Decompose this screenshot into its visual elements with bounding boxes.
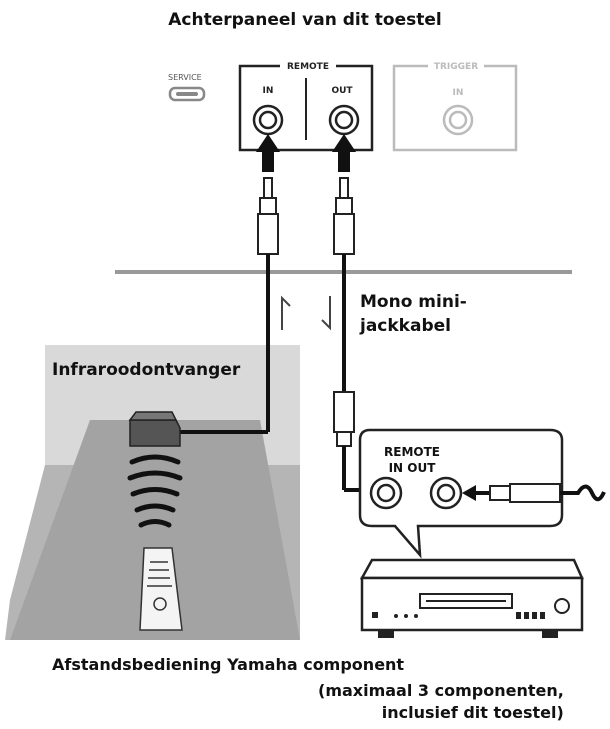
remote-control bbox=[139, 547, 183, 631]
service-label: SERVICE bbox=[168, 73, 202, 82]
component-callout: REMOTE IN OUT bbox=[358, 428, 564, 559]
callout-remote-label: REMOTE bbox=[384, 445, 440, 459]
bottom-label-line3: inclusief dit toestel) bbox=[381, 703, 564, 722]
trigger-panel: TRIGGER IN bbox=[392, 58, 518, 152]
remote-out-label: OUT bbox=[331, 86, 353, 96]
bottom-label-line1: Afstandsbediening Yamaha component bbox=[52, 655, 405, 674]
cable-to-component bbox=[333, 177, 372, 498]
cable-label: Mono mini- jackkabel bbox=[360, 290, 467, 338]
callout-in-out-label: IN OUT bbox=[389, 461, 437, 475]
bottom-label-line2: (maximaal 3 componenten, bbox=[318, 681, 564, 700]
cable-label-line1: Mono mini- bbox=[360, 292, 467, 312]
cable-to-receiver bbox=[178, 177, 279, 434]
ir-receiver bbox=[128, 411, 181, 447]
cable-label-line2: jackkabel bbox=[360, 316, 451, 336]
remote-in-label: IN bbox=[263, 86, 274, 96]
signal-direction-arrows bbox=[281, 295, 331, 331]
remote-panel: REMOTE IN OUT bbox=[238, 58, 374, 152]
page-title: Achterpaneel van dit toestel bbox=[168, 10, 442, 30]
receiver-label: Infraroodontvanger bbox=[52, 360, 241, 380]
yamaha-component-device bbox=[359, 558, 584, 638]
bottom-label-notes: (maximaal 3 componenten, inclusief dit t… bbox=[318, 680, 564, 724]
ir-waves bbox=[127, 454, 183, 528]
cable-out-right bbox=[462, 483, 606, 503]
trigger-in-label: IN bbox=[453, 88, 464, 98]
trigger-label: TRIGGER bbox=[434, 62, 478, 72]
service-port: SERVICE bbox=[168, 73, 206, 102]
remote-label: REMOTE bbox=[287, 62, 329, 72]
insert-arrows bbox=[256, 134, 356, 172]
